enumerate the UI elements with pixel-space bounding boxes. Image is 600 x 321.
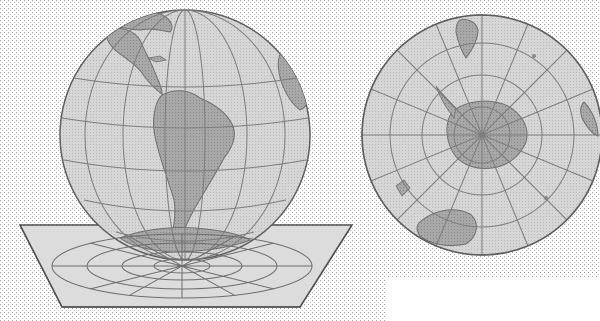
blank-corner bbox=[385, 278, 600, 321]
projected-graticule bbox=[52, 234, 312, 298]
right-panel bbox=[362, 15, 600, 255]
globe bbox=[60, 8, 310, 260]
island-dot bbox=[532, 54, 536, 58]
